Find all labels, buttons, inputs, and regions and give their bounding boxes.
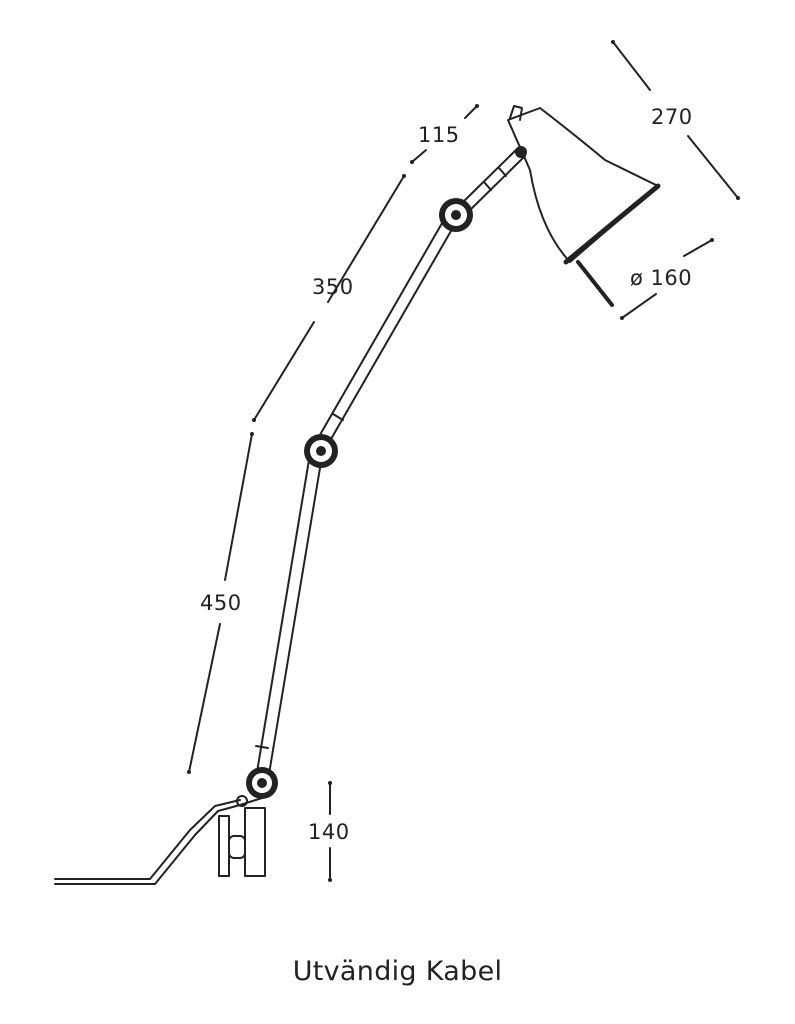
wall-mount-base	[218, 795, 266, 877]
dimension-lines	[187, 40, 740, 882]
external-cable	[54, 799, 241, 885]
upper-arm	[459, 147, 526, 214]
joint-upper	[439, 198, 473, 232]
dimension-270: 270	[651, 105, 693, 129]
lower-arm	[255, 459, 322, 781]
dimension-450: 450	[200, 591, 242, 615]
dimension-diameter-160: ø 160	[630, 266, 692, 290]
joint-middle	[304, 434, 338, 468]
joint-base	[246, 767, 278, 799]
dimension-350: 350	[312, 275, 354, 299]
middle-arm	[316, 217, 456, 447]
caption-external-cable: Utvändig Kabel	[292, 956, 503, 987]
dimension-115: 115	[418, 123, 460, 147]
lamp-shade	[507, 105, 661, 307]
dimension-140: 140	[308, 820, 350, 844]
